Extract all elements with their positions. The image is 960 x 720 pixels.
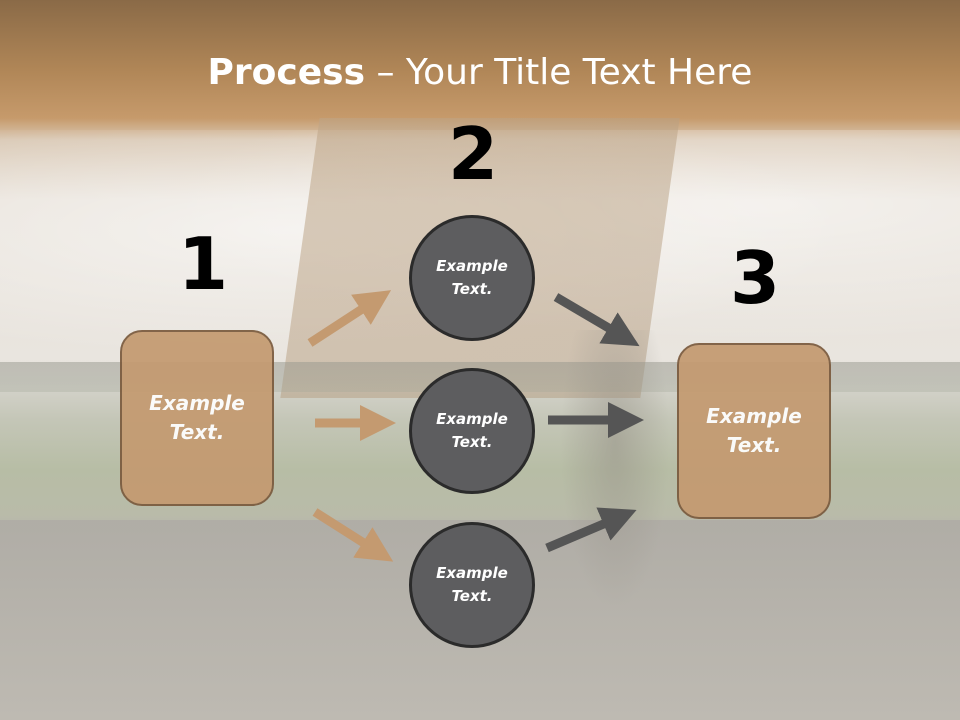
- step-number-1: 1: [178, 222, 229, 306]
- arrow-bottom-to-right: [545, 507, 637, 553]
- circle-middle-line1: Example: [436, 410, 508, 428]
- right-box-line2: Text.: [726, 433, 782, 457]
- arrow-left-to-bottom: [312, 508, 394, 562]
- step-number-2: 2: [448, 112, 499, 196]
- step-number-3: 3: [730, 236, 781, 320]
- circle-middle-line2: Text.: [451, 433, 493, 451]
- left-box-line2: Text.: [169, 420, 225, 444]
- circle-bottom-line2: Text.: [451, 587, 493, 605]
- circle-top-line2: Text.: [451, 280, 493, 298]
- title-bold: Process: [207, 52, 366, 93]
- title-rest: – Your Title Text Here: [365, 52, 753, 93]
- circle-bottom-line1: Example: [436, 564, 508, 582]
- slide-title[interactable]: Process – Your Title Text Here: [0, 52, 960, 93]
- man-figure: [560, 330, 670, 610]
- circle-top-line1: Example: [436, 257, 508, 275]
- arrow-top-to-right: [553, 293, 640, 347]
- left-box-line1: Example: [149, 391, 245, 415]
- arrow-left-to-top: [307, 290, 392, 347]
- right-box-line1: Example: [706, 404, 802, 428]
